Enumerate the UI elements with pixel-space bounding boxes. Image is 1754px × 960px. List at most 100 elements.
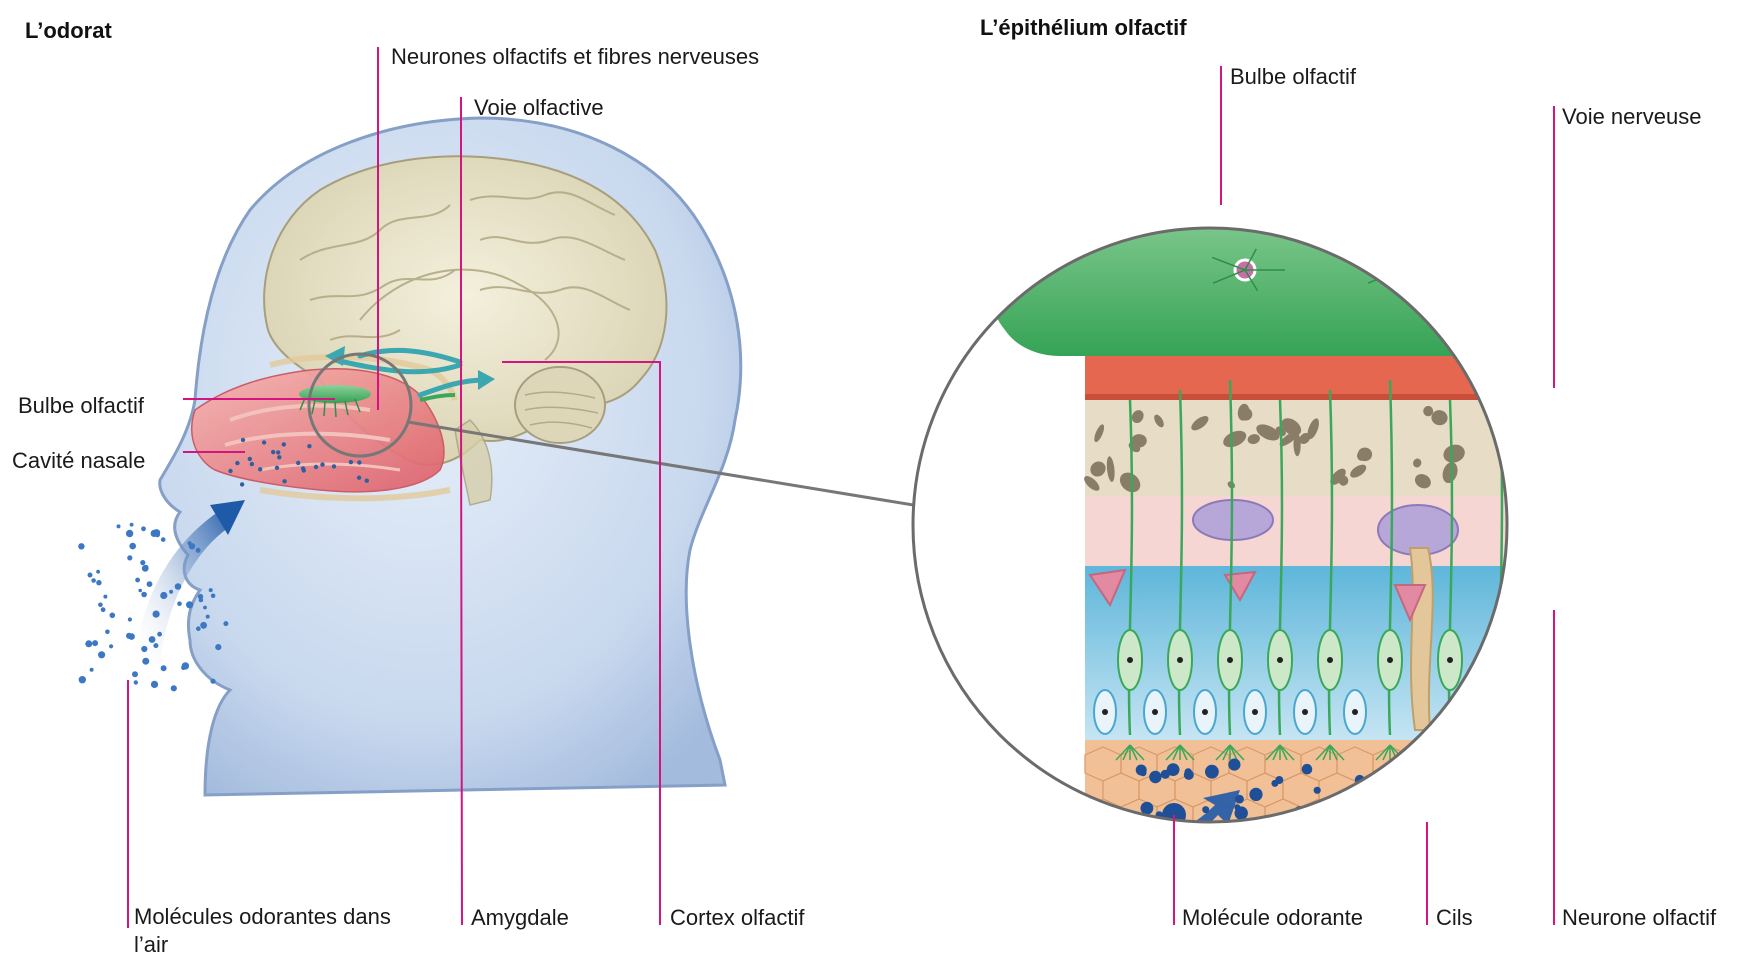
air-molecule — [128, 633, 135, 640]
dendrite — [1487, 257, 1520, 270]
odorant-molecule — [1205, 765, 1219, 779]
label-molecules-air: Molécules odorantes dans l’air — [134, 903, 394, 959]
odorant-molecule — [1413, 800, 1425, 812]
air-molecule — [153, 529, 160, 536]
cilium — [1493, 745, 1500, 760]
odorant-molecule — [1491, 811, 1497, 817]
odorant-molecule — [1419, 775, 1435, 791]
odorant-molecule — [1271, 780, 1278, 787]
air-molecule — [240, 482, 244, 486]
cilium — [1436, 745, 1450, 760]
bone-cavity — [1502, 454, 1512, 464]
label-neurone-olfactif: Neurone olfactif — [1562, 905, 1717, 930]
odorant-molecule — [1382, 781, 1392, 791]
odorant-molecule — [1302, 764, 1313, 775]
label-amygdale: Amygdale — [471, 905, 569, 930]
membrane-cell — [1499, 773, 1535, 807]
air-molecule — [88, 573, 93, 578]
odorant-molecule — [1412, 769, 1424, 781]
air-molecule — [332, 464, 336, 468]
air-molecule — [276, 450, 280, 454]
label-cils: Cils — [1436, 905, 1473, 930]
air-molecule — [235, 461, 239, 465]
air-molecule — [157, 632, 162, 637]
supporting-cell-nucleus — [1352, 709, 1358, 715]
cilium — [1500, 745, 1514, 760]
air-molecule — [210, 679, 215, 684]
mitral-cell — [1510, 260, 1530, 280]
air-molecule — [223, 621, 228, 626]
mitral-cell — [1390, 260, 1410, 280]
supporting-cell-nucleus — [1202, 709, 1208, 715]
neuron-nucleus — [1227, 657, 1233, 663]
bone-cavity — [1545, 470, 1558, 481]
air-molecule — [96, 570, 100, 574]
air-molecule — [200, 622, 207, 629]
air-molecule — [96, 580, 101, 585]
air-molecule — [196, 548, 201, 553]
membrane-cell — [1445, 747, 1481, 781]
air-molecule — [357, 476, 361, 480]
air-molecule — [209, 588, 213, 592]
air-molecule — [92, 640, 98, 646]
air-molecule — [98, 603, 103, 608]
air-molecule — [161, 537, 166, 542]
air-molecule — [314, 465, 318, 469]
air-molecule — [141, 592, 147, 598]
dendrite — [1400, 249, 1411, 270]
membrane-cell — [1481, 799, 1517, 833]
air-molecule — [79, 676, 86, 683]
air-molecule — [117, 524, 121, 528]
odorant-molecule — [1314, 787, 1321, 794]
membrane-cell — [1481, 747, 1517, 781]
membrane-cell — [1517, 747, 1553, 781]
odorant-molecule — [1451, 769, 1458, 776]
air-molecule — [90, 668, 94, 672]
air-molecule — [153, 611, 160, 618]
air-molecule — [161, 665, 167, 671]
neuron-nucleus — [1497, 657, 1503, 663]
air-molecule — [110, 613, 116, 619]
air-molecule — [138, 589, 142, 593]
membrane-cell — [1553, 747, 1589, 781]
supporting-cell-nucleus — [1467, 709, 1473, 715]
air-molecule — [271, 450, 275, 454]
membrane-cell — [1391, 773, 1427, 807]
membrane-cell — [1301, 799, 1337, 833]
odorant-molecule — [1358, 811, 1365, 818]
dendrite — [1520, 249, 1531, 270]
air-molecule — [258, 467, 262, 471]
label-voie-nerveuse: Voie nerveuse — [1562, 104, 1701, 129]
air-molecule — [169, 590, 173, 594]
odorant-molecule — [1441, 825, 1450, 834]
bone-cavity — [1555, 464, 1579, 482]
neuron-nucleus — [1547, 657, 1553, 663]
label-voie-olfactive: Voie olfactive — [474, 95, 604, 120]
cilium — [1486, 745, 1500, 760]
neuron-nucleus — [1447, 657, 1453, 663]
label-cavite-nasale: Cavité nasale — [12, 448, 145, 473]
air-molecule — [126, 530, 133, 537]
odorant-molecule — [1402, 831, 1416, 845]
air-molecule — [141, 526, 146, 531]
odorant-molecule — [1184, 770, 1194, 780]
cilium — [1550, 745, 1564, 760]
air-molecule — [171, 685, 177, 691]
supporting-cell — [1559, 690, 1581, 734]
air-molecule — [177, 601, 182, 606]
air-molecule — [301, 466, 305, 470]
air-molecule — [141, 646, 147, 652]
dendrite — [1488, 270, 1520, 283]
membrane-cell — [1373, 799, 1409, 833]
air-molecule — [277, 455, 281, 459]
air-molecule — [248, 457, 252, 461]
air-molecule — [211, 594, 216, 599]
air-molecule — [181, 666, 186, 671]
air-molecule — [296, 461, 300, 465]
neuron-nucleus — [1277, 657, 1283, 663]
neuron-body — [1538, 630, 1562, 690]
odorant-molecule — [1146, 823, 1153, 830]
odorant-molecule — [1213, 831, 1222, 840]
air-molecule — [105, 630, 110, 635]
air-molecule — [101, 607, 106, 612]
